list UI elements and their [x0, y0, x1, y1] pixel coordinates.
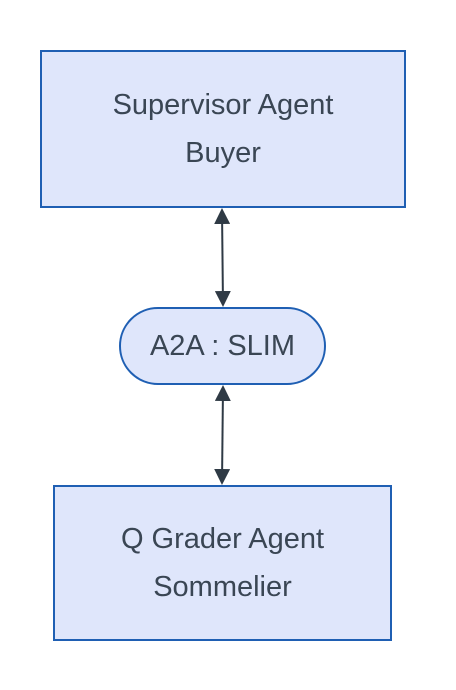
grader-agent-title: Q Grader Agent — [120, 523, 325, 555]
grader-agent-role: Sommelier — [153, 571, 292, 603]
supervisor-agent-node: Supervisor Agent Buyer — [40, 50, 406, 208]
grader-agent-node: Q Grader Agent Sommelier — [53, 485, 392, 641]
edge-protocol-grader — [214, 385, 231, 485]
supervisor-agent-role: Buyer — [185, 137, 261, 169]
protocol-node: A2A : SLIM — [119, 307, 326, 385]
edge-supervisor-protocol — [214, 208, 231, 307]
supervisor-agent-title: Supervisor Agent — [112, 89, 334, 121]
protocol-label: A2A : SLIM — [149, 330, 296, 362]
